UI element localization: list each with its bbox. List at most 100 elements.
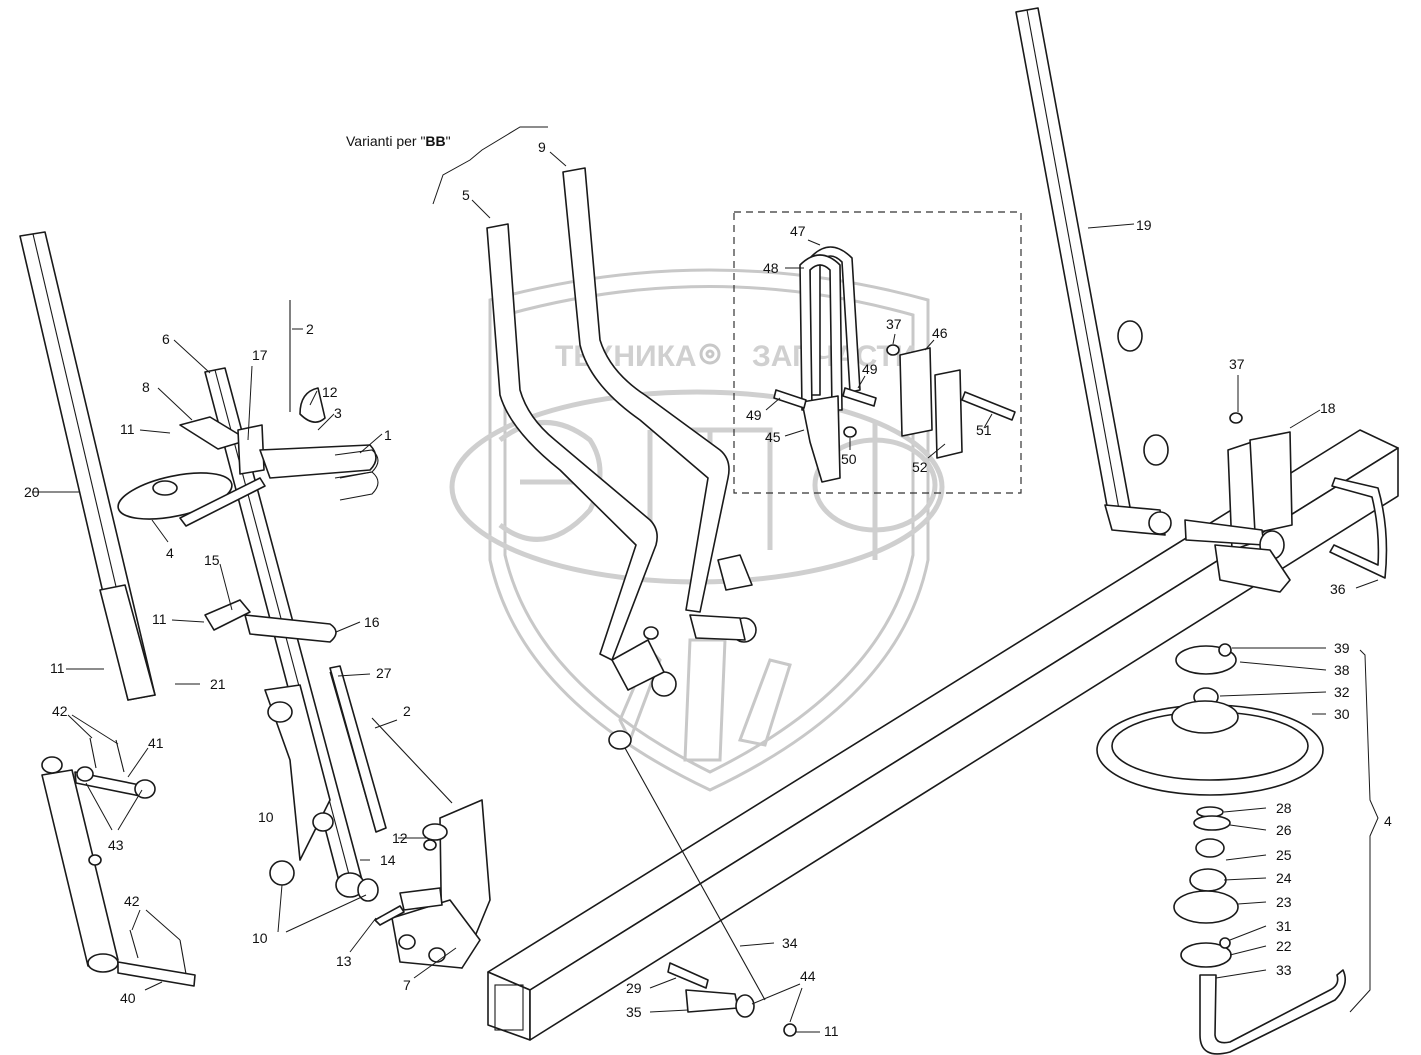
callout-37: 37: [886, 316, 902, 332]
callout-6: 6: [162, 331, 170, 347]
callout-23: 23: [1276, 894, 1292, 910]
washer-10a: [269, 860, 295, 886]
watermark: ТЕХНИКА ЗАПЧАСТИ: [449, 268, 945, 792]
bushing: [399, 887, 443, 911]
arm-20: [19, 231, 156, 701]
arm-9: [562, 167, 757, 643]
bracket-17: [237, 424, 265, 475]
callout-20: 20: [24, 484, 40, 500]
callout-37: 37: [1229, 356, 1245, 372]
callout-42: 42: [124, 893, 140, 909]
callout-49: 49: [862, 361, 878, 377]
callout-2: 2: [306, 321, 314, 337]
callout-4: 4: [1384, 813, 1392, 829]
callout-17: 17: [252, 347, 268, 363]
callout-49: 49: [746, 407, 762, 423]
plate-15: [204, 599, 251, 631]
bolt-49a: [773, 389, 807, 409]
callout-50: 50: [841, 451, 857, 467]
caption-prefix: Varianti per ": [346, 133, 425, 149]
callout-10: 10: [252, 930, 268, 946]
callout-31: 31: [1276, 918, 1292, 934]
callout-12: 12: [322, 384, 338, 400]
callout-15: 15: [204, 552, 220, 568]
gear-icon: [699, 343, 721, 365]
watermark-text-1: ТЕХНИКА: [555, 340, 697, 373]
arm-19: [1015, 7, 1172, 536]
callout-14: 14: [380, 852, 396, 868]
caption-bold: BB: [425, 133, 445, 149]
nut-37a: [886, 344, 900, 356]
bracket-1: [259, 444, 377, 479]
variant-detail-box: [733, 211, 1022, 494]
callout-41: 41: [148, 735, 164, 751]
callout-25: 25: [1276, 847, 1292, 863]
callout-40: 40: [120, 990, 136, 1006]
callout-43: 43: [108, 837, 124, 853]
rod-2-lower: [371, 717, 453, 804]
callout-3: 3: [334, 405, 342, 421]
callout-32: 32: [1334, 684, 1350, 700]
callout-38: 38: [1334, 662, 1350, 678]
bracket-16: [244, 614, 337, 643]
callout-34: 34: [782, 935, 798, 951]
clamp-48: [799, 254, 843, 411]
plate-52: [934, 369, 963, 459]
callout-labels: 1 2 2 3 4 4 5 6 7 8 9 10 10 11 11 11 11 …: [24, 139, 1392, 1039]
bolt-29: [667, 962, 709, 989]
variant-caption: Varianti per "BB": [346, 126, 548, 205]
callout-16: 16: [364, 614, 380, 630]
arm-5: [486, 223, 677, 697]
callout-7: 7: [403, 977, 411, 993]
svg-text:Varianti per "BB": Varianti per "BB": [346, 133, 451, 149]
callout-24: 24: [1276, 870, 1292, 886]
bracket-18: [1184, 431, 1293, 593]
pin-12-top: [299, 387, 326, 423]
callout-39: 39: [1334, 640, 1350, 656]
callout-11: 11: [824, 1023, 839, 1039]
disc-4-left: [117, 472, 266, 527]
callout-26: 26: [1276, 822, 1292, 838]
callout-4: 4: [166, 545, 174, 561]
callout-8: 8: [142, 379, 150, 395]
callout-33: 33: [1276, 962, 1292, 978]
leader-lines: [32, 151, 1379, 1033]
washer-10b: [357, 878, 379, 902]
bracket-7: [391, 799, 491, 969]
callout-22: 22: [1276, 938, 1292, 954]
watermark-shield: [488, 268, 930, 792]
callout-18: 18: [1320, 400, 1336, 416]
callout-29: 29: [626, 980, 642, 996]
callout-5: 5: [462, 187, 470, 203]
rod-34: [608, 730, 766, 1001]
callout-48: 48: [763, 260, 779, 276]
plate-35: [685, 989, 739, 1013]
pin-13: [374, 905, 405, 926]
disc-assembly-4: [1096, 643, 1379, 1055]
plate-46: [899, 347, 933, 437]
callout-52: 52: [912, 459, 928, 475]
callout-11: 11: [50, 660, 65, 676]
callout-11: 11: [152, 611, 167, 627]
callout-45: 45: [765, 429, 781, 445]
callout-1: 1: [384, 427, 392, 443]
main-beam: [487, 429, 1399, 1041]
spring-27: [329, 665, 387, 833]
callout-11: 11: [120, 421, 135, 437]
cylinder-40: [41, 756, 196, 987]
callout-36: 36: [1330, 581, 1346, 597]
nut-11: [783, 1023, 797, 1037]
nut-37b: [1229, 412, 1243, 424]
callout-51: 51: [976, 422, 992, 438]
callout-28: 28: [1276, 800, 1292, 816]
callout-47: 47: [790, 223, 806, 239]
callout-21: 21: [210, 676, 226, 692]
bolt-49b: [842, 387, 877, 407]
callout-19: 19: [1136, 217, 1152, 233]
callout-44: 44: [800, 968, 816, 984]
callout-9: 9: [538, 139, 546, 155]
callout-46: 46: [932, 325, 948, 341]
plate-45: [801, 395, 841, 483]
callout-13: 13: [336, 953, 352, 969]
